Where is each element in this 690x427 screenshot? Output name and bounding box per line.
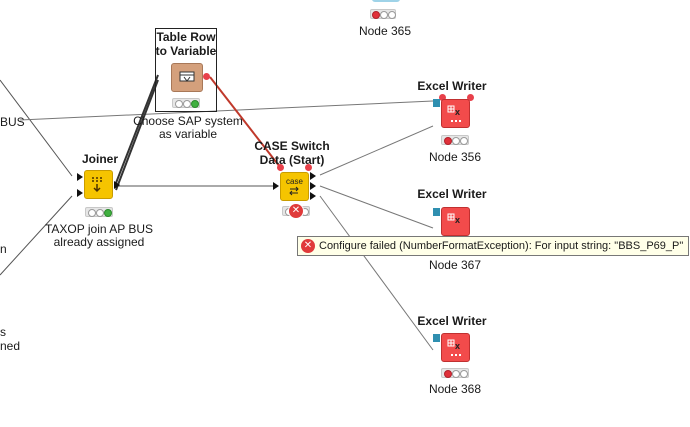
connection-line [319,185,434,229]
status-green-icon [460,137,468,145]
status-red-icon [444,137,452,145]
node-365-label: Node 365 [358,24,412,38]
excel-icon: x [447,105,461,122]
excel-icon: x [447,213,460,225]
connection-line [0,195,73,276]
partial-label-s: s [0,325,6,339]
excel-writer-3-title: Excel Writer [417,314,487,328]
case-input-port[interactable] [273,182,279,190]
joiner-input-port-2[interactable] [77,189,83,197]
joiner-title: Joiner [81,152,118,166]
excel-writer-2-label: Node 367 [428,258,482,272]
node-365-status [370,9,396,19]
error-tooltip-text: Configure failed (NumberFormatException)… [319,240,684,252]
flow-variable-line [209,76,281,168]
partial-label-bus: BUS [0,115,25,129]
excel-writer-3-input-port[interactable] [433,334,440,342]
case-output-port-2[interactable] [310,182,316,190]
table-row-icon [179,71,195,82]
joiner-label-2: already assigned [53,235,145,249]
svg-text:x: x [455,341,460,351]
joiner-node[interactable] [84,170,113,199]
connection-line [319,195,434,351]
joiner-output-port[interactable] [114,181,120,189]
case-switch-title-1: CASE Switch [254,139,330,153]
joiner-input-port-1[interactable] [77,173,83,181]
status-yellow-icon [452,370,460,378]
error-icon: ✕ [301,239,315,253]
connection-line [0,79,73,177]
case-flow-variable-port-in[interactable] [277,164,284,171]
excel-writer-1-title: Excel Writer [417,79,487,93]
excel-writer-3-node[interactable]: x [441,333,470,362]
status-yellow-icon [380,11,388,19]
excel-writer-1-flow-port-right[interactable] [467,94,474,101]
excel-writer-2-title: Excel Writer [417,187,487,201]
status-red-icon [372,11,380,19]
joiner-label-1: TAXOP join AP BUS [44,222,154,236]
excel-writer-1-flow-port-left[interactable] [439,94,446,101]
table-row-selection-box [155,28,217,112]
excel-writer-1-input-port[interactable] [433,99,440,107]
status-green-icon [460,370,468,378]
case-switch-title-2: Data (Start) [259,153,325,167]
flow-variable-port[interactable] [203,73,210,80]
case-flow-variable-port-out[interactable] [305,164,312,171]
excel-writer-2-input-port[interactable] [433,208,440,216]
status-green-icon [388,11,396,19]
joiner-status [85,207,113,217]
connection-line [115,79,159,191]
svg-text:x: x [455,107,460,117]
join-icon [92,177,102,193]
excel-writer-3-label: Node 368 [428,382,482,396]
case-icon: case [286,177,303,186]
excel-writer-1-node[interactable]: x [441,99,470,128]
error-icon[interactable]: ✕ [288,203,304,219]
status-red-icon [88,209,96,217]
table-row-title-2: to Variable [155,44,217,58]
connection-line [115,74,159,184]
partial-label-ned: ned [0,339,21,353]
excel-writer-1-status [441,135,469,145]
excel-writer-1-label: Node 356 [428,150,482,164]
table-row-title-1: Table Row [156,30,216,44]
excel-icon: x [447,339,461,356]
connection-line [19,100,434,121]
status-green-icon [191,100,199,108]
switch-arrows-icon [289,186,299,196]
case-output-port-1[interactable] [310,172,316,180]
partial-label-n: n [0,242,7,256]
excel-writer-3-status [441,368,469,378]
status-red-icon [175,100,183,108]
excel-writer-2-node[interactable]: x [441,207,470,236]
table-row-to-variable-node[interactable] [171,63,203,92]
status-green-icon [104,209,112,217]
error-tooltip: ✕ Configure failed (NumberFormatExceptio… [297,236,690,256]
case-output-port-3[interactable] [310,192,316,200]
status-yellow-icon [96,209,104,217]
status-yellow-icon [183,100,191,108]
connection-line [319,125,434,176]
case-switch-node[interactable]: case [280,172,309,201]
table-row-label-1: Choose SAP system [133,114,243,128]
table-row-label-2: as variable [158,127,218,141]
status-red-icon [444,370,452,378]
node-365-icon[interactable] [372,0,400,2]
status-yellow-icon [452,137,460,145]
table-row-status [172,98,200,108]
svg-text:x: x [455,215,460,225]
